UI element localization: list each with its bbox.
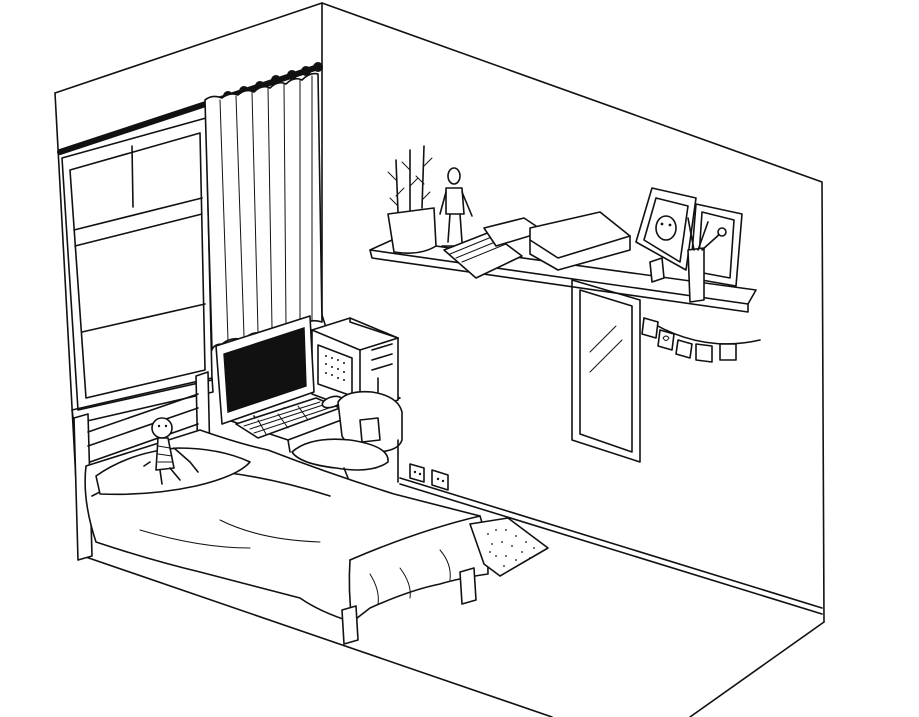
rug-texture xyxy=(487,529,535,567)
power-outlet-icon xyxy=(410,464,448,490)
tower-vent-dots xyxy=(325,355,345,381)
photo-garland-icon xyxy=(642,318,760,362)
window-icon xyxy=(62,118,213,424)
stuffed-giraffe-icon xyxy=(144,418,198,484)
monitor-icon xyxy=(216,316,314,430)
wooden-mannequin-icon xyxy=(440,168,472,246)
curtain-icon xyxy=(205,74,322,350)
pencil-cup-icon xyxy=(650,218,726,302)
rug-icon xyxy=(470,518,548,576)
room-walls xyxy=(55,3,824,717)
plant-icon xyxy=(388,146,436,253)
wall-mirror-icon xyxy=(572,280,640,462)
books-icon xyxy=(444,212,630,278)
desk-chair-icon xyxy=(292,392,402,482)
pc-tower-icon xyxy=(312,318,398,412)
